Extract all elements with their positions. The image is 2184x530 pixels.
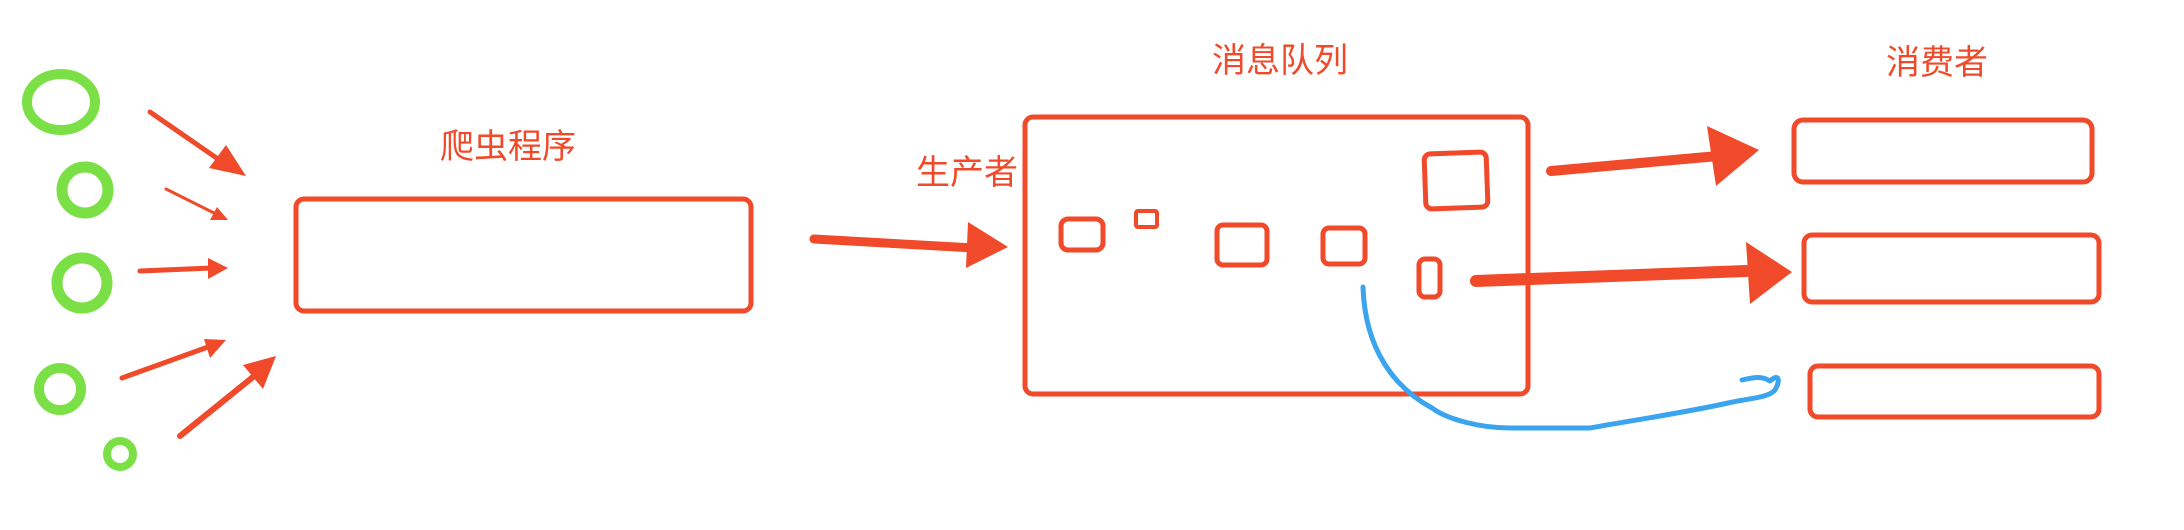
- crawler-node: [293, 196, 754, 314]
- consumer-box-3: [1807, 363, 2102, 420]
- consumer-arrow-2-shaft: [1470, 265, 1752, 287]
- source-arrows: [119, 109, 276, 439]
- blue-flow-line: [1360, 284, 1781, 431]
- source-arrow-4: [119, 344, 211, 381]
- source-arrow-1-head: [209, 145, 246, 176]
- consumer-arrow-2-head: [1746, 242, 1792, 304]
- source-node-4: [34, 363, 86, 415]
- queue-message-3: [1214, 222, 1270, 268]
- consumer-arrow-1-head: [1707, 126, 1759, 186]
- crawler-label: 爬虫程序: [440, 127, 576, 167]
- source-node-5: [103, 437, 137, 471]
- consumer-arrows: [1470, 126, 1792, 304]
- queue-message-4: [1320, 225, 1368, 267]
- producer-arrow-shaft: [809, 234, 979, 253]
- blue-flow-path: [1360, 284, 1781, 431]
- data-sources: [22, 69, 137, 471]
- queue-message-2: [1134, 209, 1159, 229]
- crawler-box: [293, 196, 754, 314]
- producer-arrow-head: [966, 222, 1008, 268]
- consumer-label: 消费者: [1886, 43, 1988, 83]
- source-arrow-1: [147, 109, 221, 162]
- queue-message-6: [1416, 256, 1443, 300]
- source-arrow-2: [164, 187, 220, 217]
- source-arrow-5-head: [243, 356, 276, 389]
- producer-arrow: [809, 222, 1008, 268]
- source-node-2: [56, 161, 114, 219]
- queue-message-5: [1421, 149, 1491, 212]
- queue-box: [1022, 114, 1531, 397]
- producer-label: 生产者: [916, 153, 1018, 193]
- consumer-nodes: [1791, 117, 2102, 420]
- queue-label: 消息队列: [1212, 41, 1348, 81]
- source-node-1: [22, 69, 100, 135]
- source-arrow-5: [177, 374, 256, 439]
- source-arrow-2-head: [210, 207, 228, 220]
- consumer-arrow-1-shaft: [1546, 151, 1723, 176]
- consumer-box-2: [1801, 232, 2102, 305]
- source-arrow-4-head: [204, 339, 226, 358]
- queue-node: [1022, 114, 1531, 397]
- source-arrow-3: [137, 265, 215, 274]
- queue-message-1: [1058, 216, 1106, 253]
- source-arrow-3-head: [208, 258, 228, 279]
- consumer-box-1: [1791, 117, 2095, 185]
- source-node-3: [51, 252, 113, 314]
